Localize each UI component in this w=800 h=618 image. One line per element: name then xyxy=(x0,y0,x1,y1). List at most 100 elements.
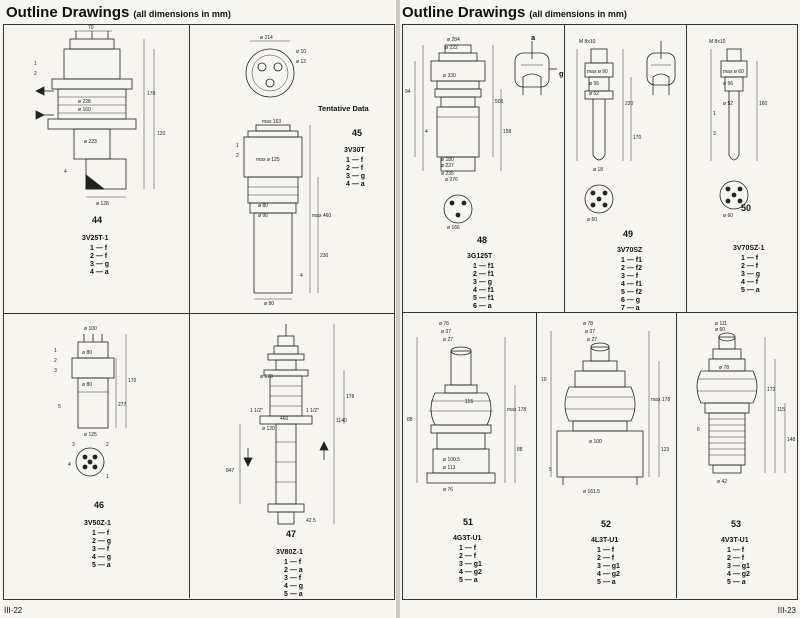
svg-text:ø 284: ø 284 xyxy=(447,37,460,43)
drawing-49-number: 49 xyxy=(623,229,634,239)
svg-text:ø 235: ø 235 xyxy=(441,171,454,177)
pin-label: 3 — g1 xyxy=(727,563,750,570)
svg-text:160: 160 xyxy=(759,101,768,107)
pin-label: 2 — g xyxy=(92,538,112,545)
pin-label: 3 — f xyxy=(621,273,639,280)
book-gutter xyxy=(396,0,400,618)
drawing-48-tube-symbol xyxy=(514,41,557,95)
pin-label: 2 — f2 xyxy=(621,265,643,272)
right-divider-4 xyxy=(676,312,677,598)
svg-text:178: 178 xyxy=(346,394,355,400)
left-page: Outline Drawings(all dimensions in mm) 7… xyxy=(0,0,396,618)
right-page-subtitle: (all dimensions in mm) xyxy=(529,9,627,19)
pin-label: 3 — g xyxy=(741,271,761,278)
svg-text:ø 223: ø 223 xyxy=(84,139,97,145)
pin-label: 5 — a xyxy=(92,562,111,569)
drawing-50-pins: 1 — f 2 — f 3 — g 4 — f 5 — a xyxy=(741,255,760,295)
left-horizontal-divider xyxy=(3,313,394,314)
drawing-49-tube-symbol xyxy=(646,41,676,95)
drawing-48-type: 3G125T xyxy=(467,253,493,260)
pin-label: 4 — g2 xyxy=(459,569,482,576)
svg-text:ø 228: ø 228 xyxy=(78,99,91,105)
tentative-data-note: Tentative Data xyxy=(318,104,369,113)
drawing-50-number: 50 xyxy=(741,203,752,213)
pin-label: 1 — f xyxy=(92,530,110,537)
svg-text:170: 170 xyxy=(633,135,642,141)
svg-text:ø 78: ø 78 xyxy=(719,365,729,371)
svg-text:ø 222: ø 222 xyxy=(445,45,458,51)
svg-text:148: 148 xyxy=(787,437,795,443)
svg-text:5: 5 xyxy=(58,404,61,410)
right-divider-3 xyxy=(536,312,537,598)
svg-text:ø 111: ø 111 xyxy=(715,321,727,327)
svg-text:ø 128: ø 128 xyxy=(96,201,109,207)
pin-label: 4 — g xyxy=(284,583,304,590)
pin-label: 1 — f xyxy=(284,559,302,566)
pin-label: 1 — f xyxy=(597,547,615,554)
pin-label: 5 — f1 xyxy=(473,295,495,302)
svg-text:ø 60: ø 60 xyxy=(715,327,725,333)
drawing-45-type: 3V30T xyxy=(344,147,365,154)
drawing-47-type: 3V80Z-1 xyxy=(276,549,303,556)
svg-text:max 178: max 178 xyxy=(507,407,526,413)
drawing-45-number: 45 xyxy=(352,128,363,138)
svg-text:ø 37: ø 37 xyxy=(585,329,595,335)
left-frame xyxy=(3,24,395,600)
pin-label: 1 — f xyxy=(741,255,759,262)
svg-text:172: 172 xyxy=(767,387,776,393)
pin-label: 4 — f1 xyxy=(473,287,495,294)
svg-text:2: 2 xyxy=(34,71,37,77)
svg-text:3: 3 xyxy=(72,442,75,448)
svg-text:ø 42: ø 42 xyxy=(717,479,727,485)
drawing-47-number: 47 xyxy=(286,529,297,539)
pin-label: 1 — f xyxy=(90,245,108,252)
drawing-47-pins: 1 — f 2 — a 3 — f 4 — g 5 — a xyxy=(284,559,303,599)
drawing-46-number: 46 xyxy=(94,500,105,510)
svg-text:ø 37: ø 37 xyxy=(441,329,451,335)
svg-text:ø 125: ø 125 xyxy=(84,432,97,438)
svg-text:max 163: max 163 xyxy=(262,119,281,125)
drawing-44-type: 3V25T-1 xyxy=(82,235,109,242)
pin-label: 3 — g xyxy=(346,173,366,180)
svg-text:277: 277 xyxy=(118,402,127,408)
right-divider-2 xyxy=(686,24,687,312)
svg-text:ø 27: ø 27 xyxy=(587,337,597,343)
pin-label: 2 — f xyxy=(459,553,477,560)
drawing-45-base-view: ø 214 ø 10ø 12 xyxy=(245,35,306,98)
svg-text:ø 60: ø 60 xyxy=(587,217,597,223)
svg-text:120: 120 xyxy=(157,131,166,137)
pin-label: 1 — f1 xyxy=(621,257,643,264)
svg-text:155: 155 xyxy=(465,399,474,405)
right-page-title: Outline Drawings(all dimensions in mm) xyxy=(402,4,627,21)
svg-text:88: 88 xyxy=(517,447,523,453)
pin-label: 3 — g xyxy=(473,279,493,286)
svg-text:ø 76: ø 76 xyxy=(439,321,449,327)
right-horizontal-divider xyxy=(402,312,797,313)
pin-label: 2 — f xyxy=(597,555,615,562)
drawing-44-pins: 1 — f 2 — f 3 — g 4 — a xyxy=(90,245,109,277)
svg-text:5: 5 xyxy=(549,467,552,473)
svg-text:ø 56: ø 56 xyxy=(589,81,599,87)
svg-text:2: 2 xyxy=(236,153,239,159)
svg-text:1: 1 xyxy=(54,348,57,354)
svg-text:ø 80: ø 80 xyxy=(82,350,92,356)
pin-label: 1 — f xyxy=(459,545,477,552)
pin-label: 5 — a xyxy=(284,591,303,598)
svg-text:ø 100: ø 100 xyxy=(84,326,97,332)
left-page-subtitle: (all dimensions in mm) xyxy=(133,9,231,19)
